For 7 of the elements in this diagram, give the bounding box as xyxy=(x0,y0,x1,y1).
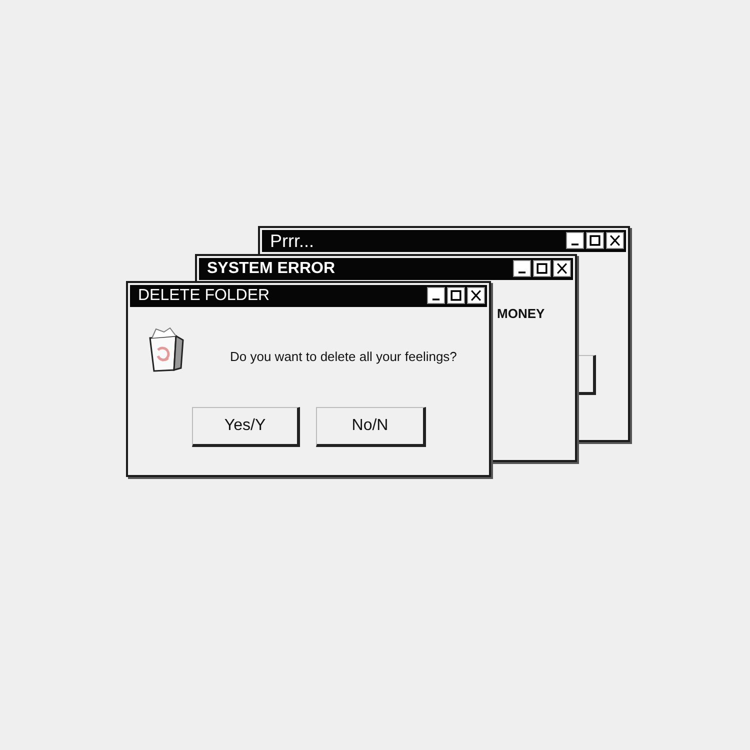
dialog-button: No/N xyxy=(316,407,426,447)
dialog-message: Do you want to delete all your feelings? xyxy=(230,349,457,364)
window-title: SYSTEM ERROR xyxy=(207,260,336,278)
dialog-message: MONEY xyxy=(497,306,545,321)
window-title: DELETE FOLDER xyxy=(138,287,270,305)
window-title: Prrr... xyxy=(270,232,314,250)
dialog-button: Yes/Y xyxy=(192,407,300,447)
